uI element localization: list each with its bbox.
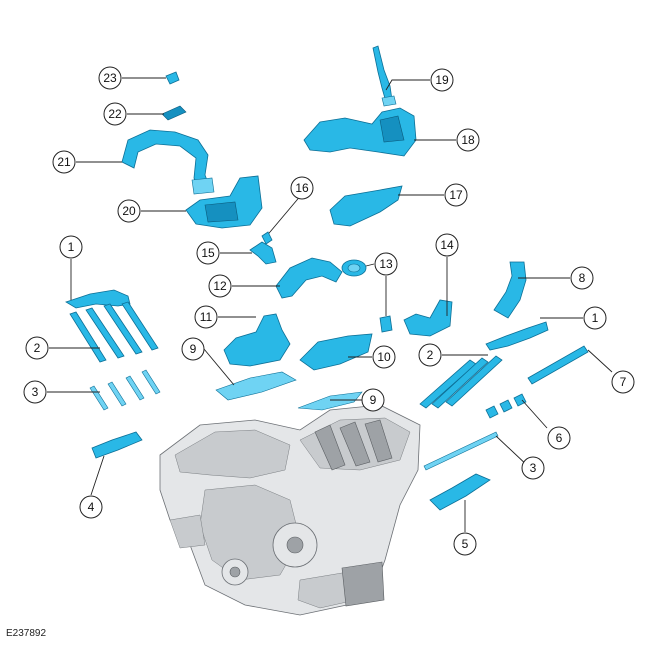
svg-text:18: 18 bbox=[461, 133, 475, 147]
callout-21: 21 bbox=[52, 150, 76, 174]
leader-lines bbox=[47, 77, 613, 532]
part-5-glow-plug-rail bbox=[429, 473, 491, 511]
svg-text:11: 11 bbox=[200, 310, 213, 324]
callout-4: 4 bbox=[79, 495, 103, 519]
callout-2-left: 2 bbox=[25, 336, 49, 360]
svg-text:22: 22 bbox=[108, 107, 122, 121]
svg-text:1: 1 bbox=[592, 311, 599, 325]
callout-23: 23 bbox=[98, 66, 122, 90]
part-16-sensor-wire bbox=[261, 231, 273, 245]
callout-5: 5 bbox=[453, 532, 477, 556]
svg-text:10: 10 bbox=[377, 350, 391, 364]
part-4-glow-plug-rail bbox=[91, 431, 143, 459]
callout-7: 7 bbox=[611, 370, 635, 394]
part-18-crossover bbox=[303, 107, 417, 157]
svg-text:15: 15 bbox=[201, 246, 215, 260]
svg-text:19: 19 bbox=[435, 73, 449, 87]
part-22-clamp bbox=[161, 105, 187, 121]
part-12-turbo-inlet bbox=[275, 257, 343, 299]
callout-17: 17 bbox=[444, 183, 468, 207]
callout-16: 16 bbox=[290, 176, 314, 200]
callout-3-left: 3 bbox=[23, 380, 47, 404]
part-15-sensor bbox=[249, 241, 277, 265]
callout-22: 22 bbox=[103, 102, 127, 126]
svg-text:3: 3 bbox=[530, 461, 537, 475]
svg-text:23: 23 bbox=[103, 71, 117, 85]
svg-text:4: 4 bbox=[88, 500, 95, 514]
engine-assembly bbox=[159, 404, 421, 616]
svg-text:17: 17 bbox=[449, 188, 463, 202]
figure-id-label: E237892 bbox=[6, 628, 47, 639]
svg-text:7: 7 bbox=[620, 375, 627, 389]
svg-text:2: 2 bbox=[427, 348, 434, 362]
part-11-exhaust-manifold bbox=[223, 313, 291, 367]
callout-9-right: 9 bbox=[361, 388, 385, 412]
part-1-fuel-rail-left bbox=[65, 289, 131, 309]
part-23-sensor bbox=[165, 71, 180, 85]
callout-13: 13 bbox=[374, 252, 398, 276]
callout-1-left: 1 bbox=[59, 235, 83, 259]
svg-text:12: 12 bbox=[213, 279, 227, 293]
part-13-clamp bbox=[341, 259, 393, 333]
part-6-clips bbox=[485, 393, 527, 419]
svg-text:16: 16 bbox=[295, 181, 309, 195]
callout-11: 11 bbox=[194, 305, 218, 329]
part-21-egr-tube bbox=[121, 129, 215, 195]
callout-6: 6 bbox=[547, 426, 571, 450]
callout-14: 14 bbox=[435, 233, 459, 257]
part-3-seals-right bbox=[423, 431, 499, 471]
callout-20: 20 bbox=[117, 199, 141, 223]
part-7-injectors bbox=[527, 345, 589, 385]
callout-2-right: 2 bbox=[418, 343, 442, 367]
part-1-fuel-rail-right bbox=[485, 321, 549, 351]
svg-text:13: 13 bbox=[379, 257, 393, 271]
part-3-seals-left bbox=[89, 369, 161, 411]
part-2-injectors-right bbox=[419, 355, 503, 409]
svg-text:1: 1 bbox=[68, 240, 75, 254]
callout-15: 15 bbox=[196, 241, 220, 265]
part-10-exhaust-manifold bbox=[299, 333, 373, 371]
callout-9-left: 9 bbox=[181, 337, 205, 361]
part-2-injectors-left bbox=[69, 301, 159, 363]
callout-19: 19 bbox=[430, 68, 454, 92]
svg-text:5: 5 bbox=[462, 537, 469, 551]
svg-text:21: 21 bbox=[57, 155, 71, 169]
svg-text:9: 9 bbox=[370, 393, 377, 407]
part-8-downpipe bbox=[493, 261, 527, 319]
part-17-heat-shield bbox=[329, 185, 403, 227]
callout-12: 12 bbox=[208, 274, 232, 298]
svg-text:20: 20 bbox=[122, 204, 136, 218]
svg-text:6: 6 bbox=[556, 431, 563, 445]
part-9-gasket-left bbox=[215, 371, 297, 401]
part-14-downpipe bbox=[403, 299, 453, 337]
svg-text:8: 8 bbox=[579, 271, 586, 285]
svg-text:9: 9 bbox=[190, 342, 197, 356]
callout-1-right: 1 bbox=[583, 306, 607, 330]
part-19-dipstick-tube bbox=[372, 45, 397, 107]
callout-8: 8 bbox=[570, 266, 594, 290]
svg-text:14: 14 bbox=[440, 238, 454, 252]
callout-18: 18 bbox=[456, 128, 480, 152]
part-20-heat-shield bbox=[185, 175, 263, 229]
svg-text:3: 3 bbox=[32, 385, 39, 399]
callout-10: 10 bbox=[372, 345, 396, 369]
callout-3-right: 3 bbox=[521, 456, 545, 480]
svg-text:2: 2 bbox=[34, 341, 41, 355]
part-9-gasket-right bbox=[297, 391, 363, 411]
